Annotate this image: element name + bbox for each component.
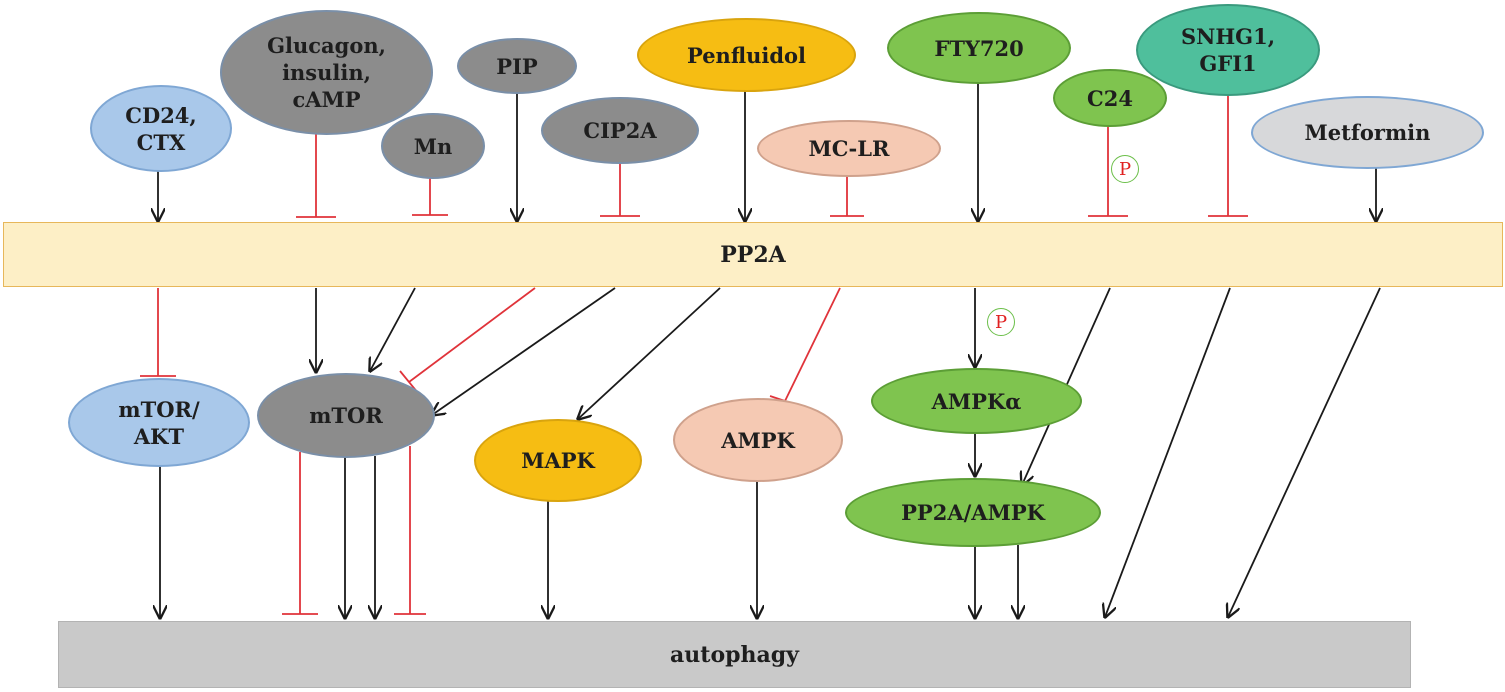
autophagy-bar: autophagy [58, 621, 1411, 688]
node-snhg1-gfi1: SNHG1, GFI1 [1136, 4, 1320, 96]
node-cd24-ctx: CD24, CTX [90, 85, 232, 172]
node-pip: PIP [457, 38, 577, 94]
node-mc-lr: MC-LR [757, 120, 941, 177]
node-penfluidol: Penfluidol [637, 18, 856, 92]
node-mtor-akt: mTOR/ AKT [68, 378, 250, 467]
pp2a-bar: PP2A [3, 222, 1503, 287]
node-ampk: AMPK [673, 398, 843, 482]
node-cip2a: CIP2A [541, 97, 699, 164]
pp2a-label: PP2A [720, 241, 786, 268]
node-mtor: mTOR [257, 373, 435, 458]
edge-pp2a-ampk-inhibition [784, 287, 841, 402]
node-pp2a-ampk: PP2A/AMPK [845, 478, 1101, 547]
node-c24: C24 [1053, 69, 1167, 127]
phosphorylation-mark-c24: P [1111, 155, 1139, 183]
edge-pp2a-mtor-activation-3 [432, 287, 616, 415]
node-glucagon-insulin-camp: Glucagon, insulin, cAMP [220, 10, 433, 135]
node-ampk-alpha: AMPKα [871, 368, 1082, 434]
node-mn: Mn [381, 113, 485, 179]
phosphorylation-mark-ampk-alpha: P [987, 308, 1015, 336]
node-metformin: Metformin [1251, 96, 1484, 169]
edge-pp2a-autophagy-activation-1 [1105, 287, 1231, 617]
node-fty720: FTY720 [887, 12, 1071, 84]
edge-pp2a-mapk-activation [578, 287, 721, 419]
edge-pp2a-mtor-inhibition [408, 287, 536, 383]
edge-pp2a-autophagy-activation-2 [1228, 287, 1381, 617]
edge-pp2a-mtor-activation-2 [370, 287, 416, 371]
node-mapk: MAPK [474, 419, 642, 502]
autophagy-label: autophagy [670, 641, 799, 668]
